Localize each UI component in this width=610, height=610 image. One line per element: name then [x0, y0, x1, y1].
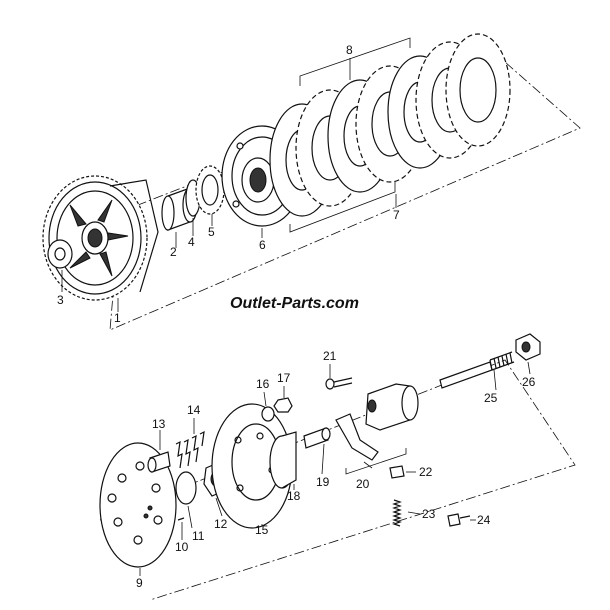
- part-18-hub: [269, 431, 297, 489]
- label-part-2: 2: [170, 245, 177, 259]
- label-part-16: 16: [256, 377, 270, 391]
- part-24-bolt: [447, 513, 471, 527]
- label-part-21: 21: [323, 349, 337, 363]
- part-19-push-rod: [303, 427, 331, 449]
- label-part-22: 22: [419, 465, 433, 479]
- part-9-pressure-plate: [99, 442, 177, 568]
- lower-assembly-frame: [99, 359, 576, 601]
- label-part-11: 11: [192, 529, 205, 543]
- bracket-part-8: [299, 37, 411, 86]
- label-part-5: 5: [208, 225, 215, 239]
- label-part-26: 26: [522, 375, 536, 389]
- parts-7-8-clutch-plate-stack: [269, 33, 511, 217]
- label-part-17: 17: [277, 371, 291, 385]
- label-part-18: 18: [287, 489, 301, 503]
- bracket-part-7: [289, 182, 396, 233]
- label-part-4: 4: [188, 235, 195, 249]
- label-part-23: 23: [422, 507, 436, 521]
- label-part-6: 6: [259, 238, 266, 252]
- label-part-9: 9: [136, 576, 143, 590]
- label-part-19: 19: [316, 475, 330, 489]
- label-part-1: 1: [114, 311, 121, 325]
- part-13-sleeve: [147, 451, 171, 473]
- part-22-clip: [389, 465, 405, 479]
- part-17-nut: [273, 397, 293, 413]
- part-21-screw: [325, 377, 353, 390]
- label-part-14: 14: [187, 403, 201, 417]
- part-11-washer: [175, 471, 197, 505]
- part-3-washer: [47, 239, 73, 269]
- label-part-7: 7: [393, 208, 400, 222]
- label-part-10: 10: [175, 540, 189, 554]
- label-part-8: 8: [346, 43, 353, 57]
- label-part-3: 3: [57, 293, 64, 307]
- part-26-lock-nut: [515, 333, 541, 361]
- label-part-25: 25: [484, 391, 498, 405]
- label-part-12: 12: [214, 517, 228, 531]
- leader-lines: [61, 58, 531, 576]
- part-23-return-spring: [392, 499, 402, 527]
- part-25-adjusting-screw: [439, 351, 515, 389]
- label-part-20: 20: [356, 477, 370, 491]
- part-20-release-lever: [335, 413, 407, 475]
- release-housing: [365, 383, 419, 431]
- part-14-spring: [175, 430, 205, 469]
- watermark-text: Outlet-Parts.com: [230, 295, 359, 312]
- part-5-splined-hub: [195, 165, 225, 215]
- part-1-clutch-housing-gear: [42, 175, 159, 301]
- label-part-15: 15: [255, 523, 269, 537]
- part-10-pin: [177, 517, 185, 521]
- label-part-13: 13: [152, 417, 166, 431]
- label-part-24: 24: [477, 513, 491, 527]
- part-16-washer: [261, 406, 275, 422]
